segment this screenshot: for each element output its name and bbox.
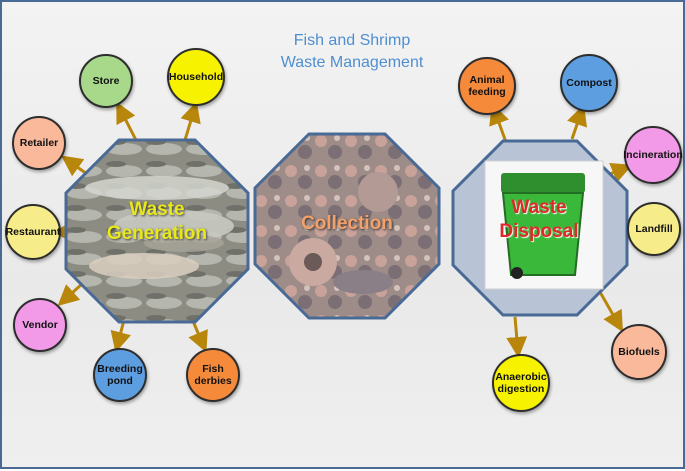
node-household-label: Household: [168, 71, 224, 83]
collection-label: Collection: [301, 213, 393, 234]
arrow-to-household: [180, 101, 201, 141]
node-retailer-label: Retailer: [19, 137, 59, 149]
node-biofuels: Biofuels: [611, 324, 667, 380]
node-animal-feeding: Animal feeding: [458, 57, 516, 115]
diagram-title: Fish and Shrimp Waste Management: [232, 30, 472, 74]
arrow-to-store: [116, 101, 139, 143]
arrow-to-compost: [567, 104, 588, 140]
node-restaurant: Restaurant: [5, 204, 61, 260]
node-vendor-label: Vendor: [22, 319, 58, 331]
arrow-to-anaerobic-digestion: [506, 316, 528, 358]
node-restaurant-label: Restaurant: [5, 226, 61, 238]
node-incineration: Incineration: [623, 126, 683, 184]
node-anaerobic-digestion: Anaerobic digestion: [492, 354, 550, 412]
node-incineration-label: Incineration: [623, 149, 683, 161]
arrow-to-breeding-pond: [110, 319, 131, 353]
arrow-to-incineration: [609, 163, 633, 183]
node-store-label: Store: [92, 75, 120, 87]
node-vendor: Vendor: [13, 298, 67, 352]
arrow-to-vendor: [57, 282, 84, 307]
title-line-1: Fish and Shrimp: [293, 32, 411, 49]
node-fish-derbies-label: Fish derbies: [194, 363, 232, 387]
arrow-to-retailer: [61, 155, 88, 177]
node-landfill-label: Landfill: [635, 223, 673, 235]
node-household: Household: [167, 48, 225, 106]
disposal-line-2: Disposal: [499, 221, 579, 242]
node-landfill: Landfill: [627, 202, 681, 256]
node-store: Store: [79, 54, 133, 108]
node-retailer: Retailer: [12, 116, 66, 170]
node-biofuels-label: Biofuels: [618, 346, 660, 358]
generation-line-1: Waste: [129, 199, 185, 220]
arrow-to-animal-feeding: [489, 103, 509, 146]
waste-generation-label: Waste Generation: [94, 198, 220, 246]
collection-octagon: [253, 132, 441, 320]
waste-disposal-label: Waste Disposal: [484, 196, 594, 244]
waste-disposal-octagon: [451, 139, 629, 317]
arrow-to-biofuels: [598, 291, 623, 333]
node-anaerobic-digestion-label: Anaerobic digestion: [495, 371, 547, 395]
title-line-2: Waste Management: [280, 54, 424, 71]
node-compost: Compost: [560, 54, 618, 112]
node-fish-derbies: Fish derbies: [186, 348, 240, 402]
node-animal-feeding-label: Animal feeding: [468, 74, 506, 98]
node-breeding-pond: Breeding pond: [93, 348, 147, 402]
node-breeding-pond-label: Breeding pond: [97, 363, 143, 387]
disposal-line-1: Waste: [511, 197, 567, 218]
generation-line-2: Generation: [106, 223, 208, 244]
waste-generation-octagon: [64, 138, 250, 324]
node-compost-label: Compost: [566, 77, 612, 89]
